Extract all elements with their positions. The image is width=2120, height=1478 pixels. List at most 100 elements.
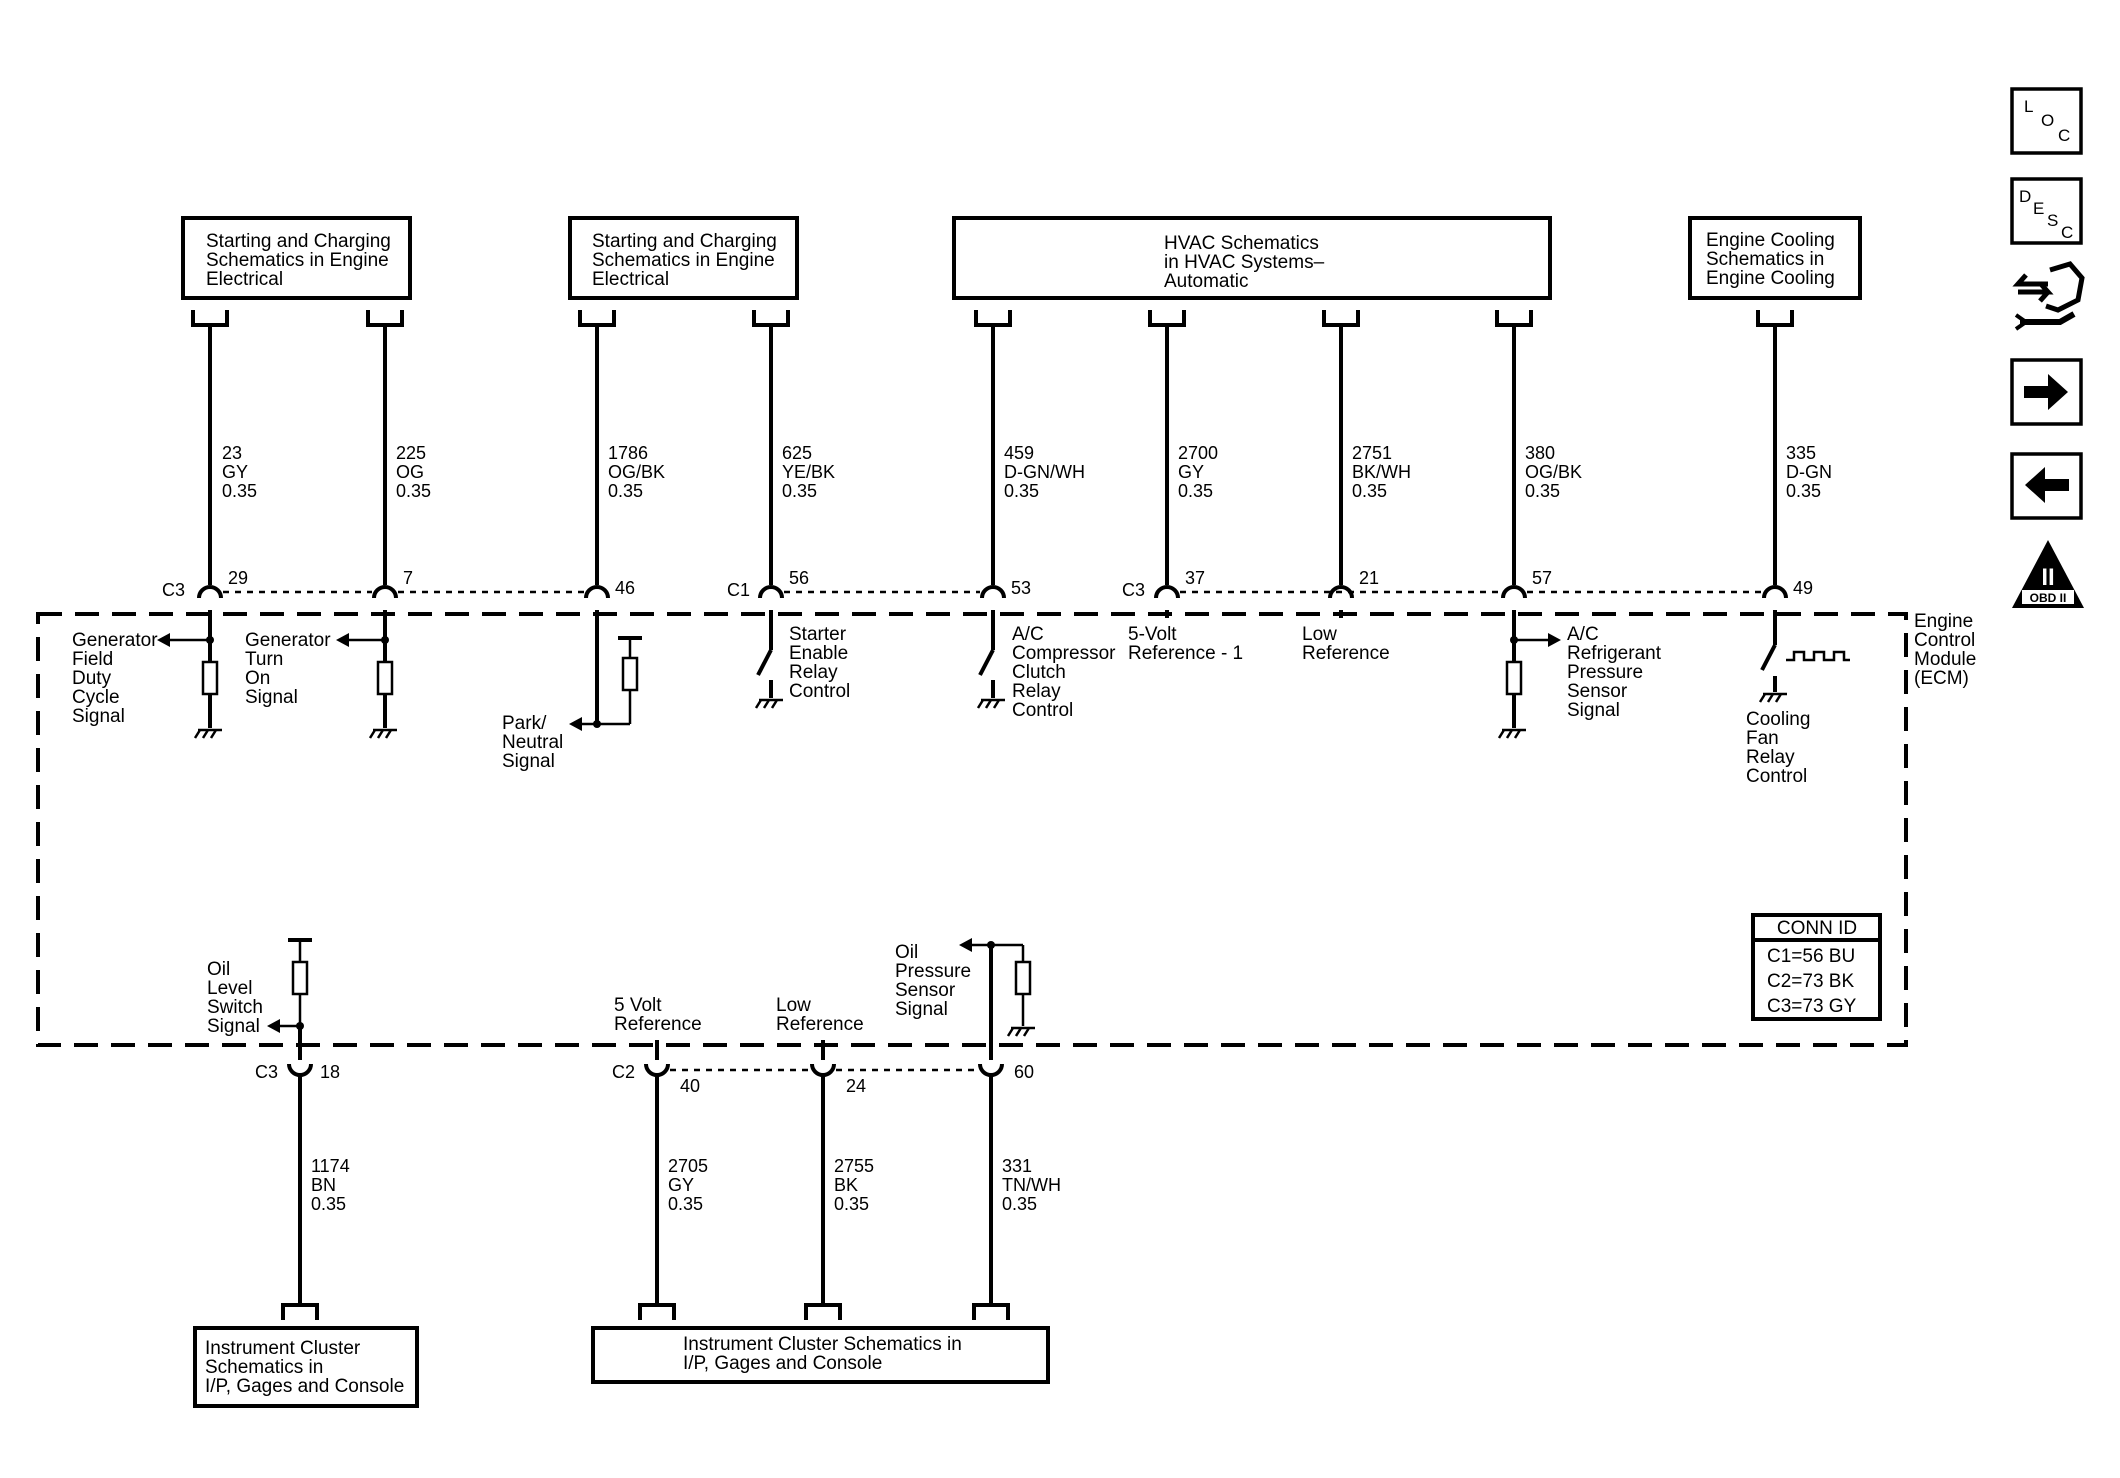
svg-text:1786: 1786 — [608, 443, 648, 463]
ref-text: Schematics in — [205, 1357, 323, 1378]
signal-five-volt-ref-bottom: 5 Volt Reference — [614, 995, 702, 1035]
desc-button[interactable]: D E S C — [2010, 177, 2083, 245]
svg-text:Control: Control — [1746, 766, 1807, 787]
svg-text:0.35: 0.35 — [834, 1194, 869, 1214]
ref-text: Schematics in Engine — [206, 250, 389, 271]
ref-box-hvac[interactable]: HVAC Schematics in HVAC Systems– Automat… — [952, 216, 1552, 300]
svg-text:(ECM): (ECM) — [1914, 668, 1969, 689]
svg-text:A/C: A/C — [1012, 624, 1044, 645]
svg-text:335: 335 — [1786, 443, 1816, 463]
signal-generator-turn-on: Generator Turn On Signal — [245, 630, 331, 708]
pin-57: 57 — [1532, 568, 1552, 588]
svg-text:Reference - 1: Reference - 1 — [1128, 643, 1243, 664]
wire-label-2755: 2755 BK 0.35 — [834, 1156, 874, 1214]
ref-box-instrument-cluster-1[interactable]: Instrument Cluster Schematics in I/P, Ga… — [193, 1326, 419, 1408]
svg-text:0.35: 0.35 — [1004, 481, 1039, 501]
svg-text:0.35: 0.35 — [1786, 481, 1821, 501]
ref-box-starting-charging-1[interactable]: Starting and Charging Schematics in Engi… — [181, 216, 412, 300]
signal-five-volt-ref: 5-Volt Reference - 1 — [1128, 624, 1243, 664]
svg-text:2755: 2755 — [834, 1156, 874, 1176]
bottom-connector-brackets — [281, 1303, 1010, 1320]
svg-text:A/C: A/C — [1567, 624, 1599, 645]
signal-low-ref-bottom: Low Reference — [776, 995, 864, 1035]
ecm-module-boundary — [36, 612, 1908, 1047]
svg-text:Signal: Signal — [895, 999, 948, 1020]
loc-button[interactable]: L O C — [2010, 87, 2083, 155]
svg-text:Level: Level — [207, 978, 252, 999]
wire-label-225: 225 OG 0.35 — [396, 443, 431, 501]
connector-c1-top: C1 — [727, 580, 750, 600]
circuit-starter-enable — [754, 610, 783, 709]
ecm-label: Engine Control Module (ECM) — [1914, 611, 1976, 689]
signal-park-neutral: Park/ Neutral Signal — [502, 713, 563, 772]
svg-text:5-Volt: 5-Volt — [1128, 624, 1177, 645]
conn-id-row: C3=73 GY — [1767, 996, 1857, 1017]
svg-text:On: On — [245, 668, 270, 689]
svg-text:GY: GY — [1178, 462, 1204, 482]
circuit-oil-level — [267, 938, 312, 1060]
svg-text:S: S — [2047, 211, 2058, 230]
next-page-button[interactable] — [2010, 358, 2083, 426]
pin-49: 49 — [1793, 578, 1813, 598]
svg-text:0.35: 0.35 — [396, 481, 431, 501]
svg-text:Sensor: Sensor — [1567, 681, 1628, 702]
svg-text:Signal: Signal — [207, 1016, 260, 1037]
svg-text:II: II — [2041, 564, 2054, 591]
ref-text: Electrical — [592, 269, 669, 290]
svg-text:OG: OG — [396, 462, 424, 482]
svg-text:Signal: Signal — [72, 706, 125, 727]
obd-ii-icon[interactable]: II OBD II — [2012, 540, 2084, 608]
pin-7: 7 — [403, 568, 413, 588]
svg-text:Engine: Engine — [1914, 611, 1973, 632]
signal-ac-refrigerant: A/C Refrigerant Pressure Sensor Signal — [1567, 624, 1662, 721]
svg-text:0.35: 0.35 — [608, 481, 643, 501]
svg-text:Cycle: Cycle — [72, 687, 120, 708]
ref-text: Schematics in Engine — [592, 250, 775, 271]
svg-text:0.35: 0.35 — [222, 481, 257, 501]
pin-18: 18 — [320, 1062, 340, 1082]
svg-text:Generator: Generator — [72, 630, 158, 651]
svg-text:Cooling: Cooling — [1746, 709, 1810, 730]
pin-21: 21 — [1359, 568, 1379, 588]
ref-text: in HVAC Systems– — [1164, 252, 1325, 273]
svg-text:625: 625 — [782, 443, 812, 463]
ref-text: Starting and Charging — [206, 231, 391, 252]
ref-box-instrument-cluster-2[interactable]: Instrument Cluster Schematics in I/P, Ga… — [591, 1326, 1050, 1384]
svg-text:Pressure: Pressure — [895, 961, 971, 982]
signal-generator-field: Generator Field Duty Cycle Signal — [72, 630, 158, 727]
previous-page-button[interactable] — [2010, 452, 2083, 520]
svg-text:Field: Field — [72, 649, 113, 670]
svg-text:BN: BN — [311, 1175, 336, 1195]
svg-text:Starter: Starter — [789, 624, 847, 645]
connector-c3-bottom: C3 — [255, 1062, 278, 1082]
svg-text:D-GN: D-GN — [1786, 462, 1832, 482]
svg-text:2751: 2751 — [1352, 443, 1392, 463]
svg-text:Signal: Signal — [502, 751, 555, 772]
circuit-ac-clutch — [976, 610, 1005, 709]
ref-box-engine-cooling[interactable]: Engine Cooling Schematics in Engine Cool… — [1688, 216, 1862, 300]
svg-text:Relay: Relay — [789, 662, 838, 683]
svg-text:459: 459 — [1004, 443, 1034, 463]
svg-text:YE/BK: YE/BK — [782, 462, 835, 482]
arrow-right-icon — [2024, 374, 2068, 410]
conn-id-table: CONN ID C1=56 BU C2=73 BK C3=73 GY — [1751, 913, 1882, 1021]
pin-37: 37 — [1185, 568, 1205, 588]
svg-text:0.35: 0.35 — [1178, 481, 1213, 501]
svg-text:1174: 1174 — [311, 1156, 350, 1176]
wire-label-459: 459 D-GN/WH 0.35 — [1004, 443, 1085, 501]
svg-text:Control: Control — [1012, 700, 1073, 721]
svg-text:E: E — [2033, 199, 2044, 218]
svg-text:Pressure: Pressure — [1567, 662, 1643, 683]
svg-text:Fan: Fan — [1746, 728, 1779, 749]
connector-c3-top: C3 — [162, 580, 185, 600]
svg-text:Oil: Oil — [895, 942, 918, 963]
circuit-park-neutral — [569, 610, 642, 731]
svg-text:5 Volt: 5 Volt — [614, 995, 662, 1016]
ref-box-starting-charging-2[interactable]: Starting and Charging Schematics in Engi… — [568, 216, 799, 300]
svg-text:C: C — [2061, 223, 2073, 242]
svg-text:0.35: 0.35 — [311, 1194, 346, 1214]
ref-text: Starting and Charging — [592, 231, 777, 252]
connector-view-icon[interactable] — [2012, 261, 2085, 331]
ref-text: Schematics in — [1706, 249, 1824, 270]
signal-ac-clutch: A/C Compressor Clutch Relay Control — [1012, 624, 1116, 721]
